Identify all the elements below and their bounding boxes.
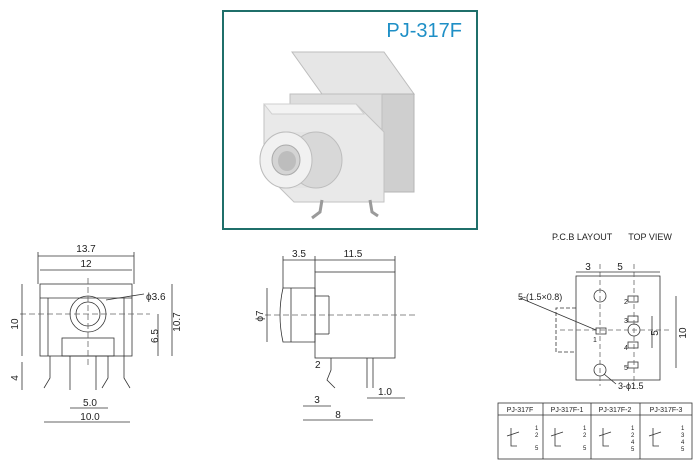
pcb-hole-label: 3-ϕ1.5 bbox=[618, 381, 644, 391]
pcb-pin-number: 3 bbox=[624, 318, 628, 325]
variant-pin: 5 bbox=[535, 446, 539, 452]
pcb-pin-number: 5 bbox=[624, 365, 628, 372]
front-width-total: 13.7 bbox=[76, 244, 96, 255]
variant-pin: 5 bbox=[631, 447, 635, 453]
pcb-dim-right: 5 bbox=[617, 262, 623, 273]
pcb-pin-number: 1 bbox=[593, 337, 597, 344]
variant-pin: 5 bbox=[583, 446, 587, 452]
variant-header: PJ-317F bbox=[507, 407, 533, 414]
model-title: PJ-317F bbox=[386, 20, 462, 42]
variant-pin: 2 bbox=[631, 433, 635, 439]
variant-header: PJ-317F-1 bbox=[551, 407, 584, 414]
variant-pin: 5 bbox=[681, 447, 685, 453]
side-front-depth: 3.5 bbox=[292, 249, 306, 260]
variant-pin: 1 bbox=[631, 426, 635, 432]
side-sleeve-diameter: ϕ7 bbox=[255, 310, 266, 322]
variant-pin: 1 bbox=[535, 426, 539, 432]
front-view-drawing: 13.7 12 ϕ3.6 10 10.7 6.5 4 5.0 10.0 bbox=[10, 244, 183, 423]
variant-pin: 2 bbox=[583, 433, 587, 439]
pcb-pin-number: 4 bbox=[624, 345, 628, 352]
variant-pin: 4 bbox=[631, 440, 635, 446]
pcb-dim-left: 3 bbox=[585, 262, 591, 273]
pcb-slot-label: 5-(1.5×0.8) bbox=[518, 292, 562, 302]
side-pin-width: 1.0 bbox=[378, 387, 392, 398]
pcb-pitch-inner: 5 bbox=[650, 330, 661, 336]
front-height-total: 10 bbox=[10, 318, 21, 330]
variants-table: PJ-317F PJ-317F-1 PJ-317F-2 PJ-317F-3 1 … bbox=[497, 402, 693, 460]
variant-header: PJ-317F-3 bbox=[650, 407, 683, 414]
variant-pin: 4 bbox=[681, 440, 685, 446]
top-view-label: TOP VIEW bbox=[628, 232, 672, 242]
variant-pin: 1 bbox=[583, 426, 587, 432]
product-photo-frame: PJ-317F bbox=[222, 10, 478, 230]
side-pin-base: 8 bbox=[335, 410, 341, 421]
front-center-height: 6.5 bbox=[150, 329, 161, 343]
front-height-body: 10.7 bbox=[172, 312, 183, 332]
jack-photo bbox=[259, 51, 415, 220]
front-hole-diameter: ϕ3.6 bbox=[146, 292, 166, 303]
variant-pin: 3 bbox=[681, 433, 685, 439]
variant-pin: 2 bbox=[535, 433, 539, 439]
pcb-layout-label: P.C.B LAYOUT bbox=[552, 232, 613, 242]
pcb-pitch-outer: 10 bbox=[678, 327, 689, 339]
side-pin-offset: 2 bbox=[315, 360, 321, 371]
front-width-body: 12 bbox=[80, 259, 92, 270]
front-pin-span-inner: 5.0 bbox=[83, 398, 97, 409]
side-view-drawing: 3.5 11.5 ϕ7 2 3 8 1.0 bbox=[255, 249, 415, 421]
front-pin-span-outer: 10.0 bbox=[80, 412, 100, 423]
variant-pin: 1 bbox=[681, 426, 685, 432]
side-pin-front: 3 bbox=[314, 395, 320, 406]
variant-header: PJ-317F-2 bbox=[599, 407, 632, 414]
pcb-layout-heading: P.C.B LAYOUT TOP VIEW bbox=[552, 232, 688, 242]
side-body-depth: 11.5 bbox=[344, 249, 363, 260]
pcb-layout-drawing: 3 5 5-(1.5×0.8) 5 10 3-ϕ1.5 1 2 3 4 5 bbox=[518, 262, 689, 391]
front-pin-length: 4 bbox=[10, 375, 21, 381]
pcb-pin-number: 2 bbox=[624, 299, 628, 306]
